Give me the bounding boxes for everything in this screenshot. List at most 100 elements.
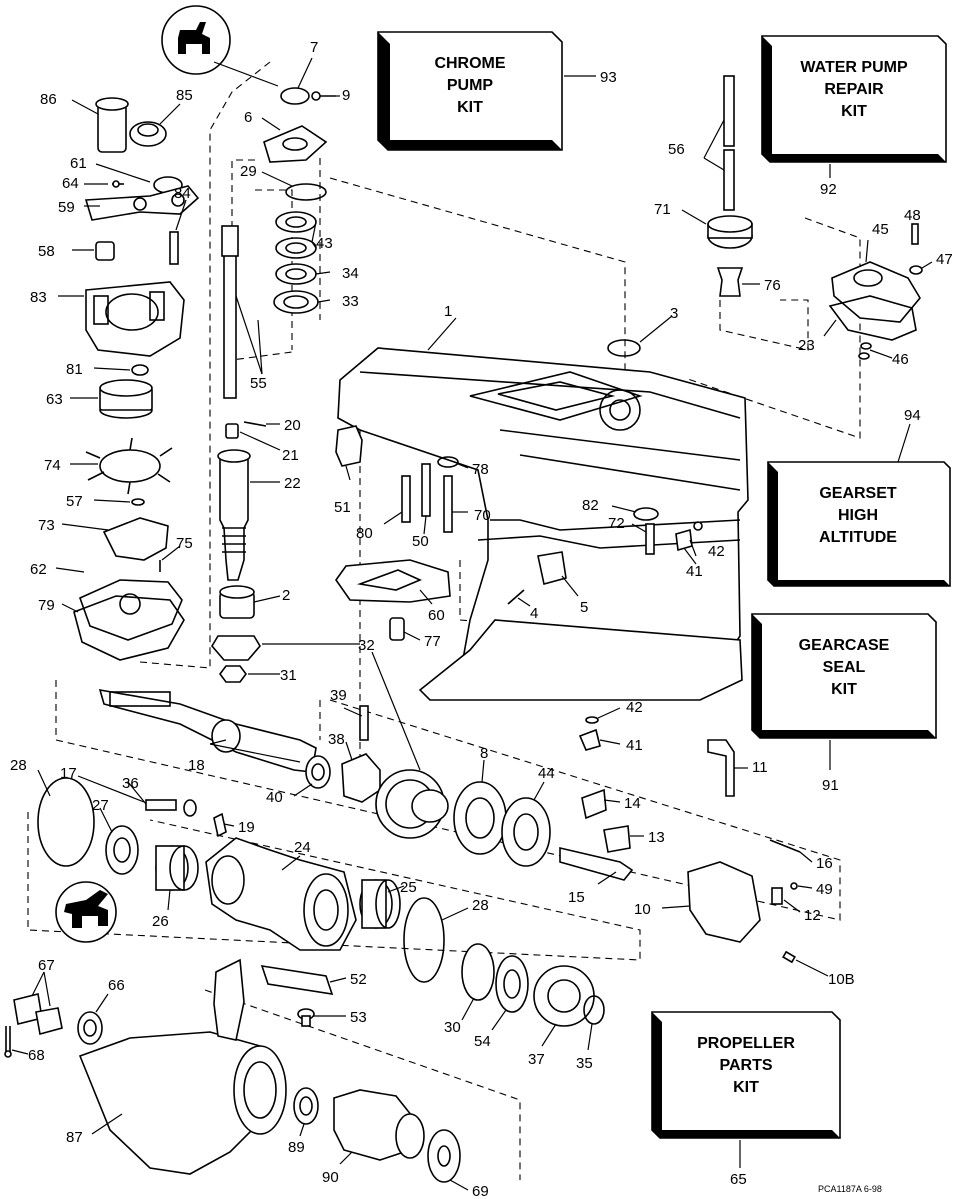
part-label-70: 70 xyxy=(474,507,491,524)
part-label-82: 82 xyxy=(582,497,599,514)
part-label-21: 21 xyxy=(282,447,299,464)
part-label-27: 27 xyxy=(92,797,109,814)
part-label-94: 94 xyxy=(904,407,921,424)
part-label-55: 55 xyxy=(250,375,267,392)
kit-label-line: KIT xyxy=(457,99,483,116)
part-label-32: 32 xyxy=(358,637,375,654)
kit-label-line: WATER PUMP xyxy=(800,59,908,76)
part-label-12: 12 xyxy=(804,907,821,924)
part-label-3: 3 xyxy=(670,305,678,322)
part-label-31: 31 xyxy=(280,667,297,684)
part-label-44: 44 xyxy=(538,765,555,782)
part-label-84: 84 xyxy=(174,185,191,202)
kit-leaders xyxy=(564,75,911,1168)
drawing-reference: PCA1187A 6-98 xyxy=(818,1184,882,1194)
part-label-50: 50 xyxy=(412,533,429,550)
part-label-14: 14 xyxy=(624,795,641,812)
part-label-39: 39 xyxy=(330,687,347,704)
part-label-67: 67 xyxy=(38,957,55,974)
grease-symbol-top xyxy=(161,5,279,87)
part-label-71: 71 xyxy=(654,201,671,218)
part-label-28-right: 28 xyxy=(472,897,489,914)
part-label-18: 18 xyxy=(188,757,205,774)
part-label-61: 61 xyxy=(70,155,87,172)
parts-right-upper xyxy=(607,75,923,360)
kit-label-water-pump-repair: WATER PUMP REPAIR KIT xyxy=(800,59,908,120)
part-label-16: 16 xyxy=(816,855,833,872)
gearcase-housing xyxy=(337,347,749,701)
part-label-8: 8 xyxy=(480,745,488,762)
part-label-29: 29 xyxy=(240,163,257,180)
part-label-57: 57 xyxy=(66,493,83,510)
part-label-81: 81 xyxy=(66,361,83,378)
kit-label-line: ALTITUDE xyxy=(819,529,897,546)
part-label-7: 7 xyxy=(310,39,318,56)
part-label-91: 91 xyxy=(822,777,839,794)
part-label-41-lower: 41 xyxy=(626,737,643,754)
kit-label-line: KIT xyxy=(831,681,857,698)
part-label-42-lower: 42 xyxy=(626,699,643,716)
part-label-53: 53 xyxy=(350,1009,367,1026)
kit-label-line: GEARSET xyxy=(819,485,897,502)
part-label-63: 63 xyxy=(46,391,63,408)
part-label-49: 49 xyxy=(816,881,833,898)
part-label-76: 76 xyxy=(764,277,781,294)
part-label-90: 90 xyxy=(322,1169,339,1186)
part-label-80: 80 xyxy=(356,525,373,542)
part-label-79: 79 xyxy=(38,597,55,614)
parts-propeller xyxy=(4,958,461,1183)
part-label-54: 54 xyxy=(474,1033,491,1050)
part-label-64: 64 xyxy=(62,175,79,192)
part-label-78: 78 xyxy=(472,461,489,478)
part-label-86: 86 xyxy=(40,91,57,108)
part-label-15: 15 xyxy=(568,889,585,906)
part-label-41-upper: 41 xyxy=(686,563,703,580)
kit-label-line: REPAIR xyxy=(824,81,884,98)
kit-label-line: GEARCASE xyxy=(799,637,890,654)
part-label-37: 37 xyxy=(528,1051,545,1068)
part-label-65: 65 xyxy=(730,1171,747,1188)
kit-label-line: PROPELLER xyxy=(697,1035,795,1052)
part-label-5: 5 xyxy=(580,599,588,616)
part-label-42-upper: 42 xyxy=(708,543,725,560)
part-label-66: 66 xyxy=(108,977,125,994)
part-label-77: 77 xyxy=(424,633,441,650)
part-label-73: 73 xyxy=(38,517,55,534)
part-label-87: 87 xyxy=(66,1129,83,1146)
part-label-26: 26 xyxy=(152,913,169,930)
part-label-38: 38 xyxy=(328,731,345,748)
part-label-59: 59 xyxy=(58,199,75,216)
part-leaders xyxy=(11,57,933,1191)
part-label-11: 11 xyxy=(752,759,768,776)
part-label-4: 4 xyxy=(530,605,538,622)
part-label-1: 1 xyxy=(444,303,452,320)
part-label-83: 83 xyxy=(30,289,47,306)
part-label-10: 10 xyxy=(634,901,651,918)
part-label-47: 47 xyxy=(936,251,953,268)
part-label-36: 36 xyxy=(122,775,139,792)
grease-symbol-bottom xyxy=(55,881,117,943)
kit-label-line: KIT xyxy=(841,103,867,120)
part-label-6: 6 xyxy=(244,109,252,126)
part-label-75: 75 xyxy=(176,535,193,552)
part-label-74: 74 xyxy=(44,457,61,474)
part-label-24: 24 xyxy=(294,839,311,856)
part-label-13: 13 xyxy=(648,829,665,846)
part-label-2: 2 xyxy=(282,587,290,604)
kit-box-water-pump-repair: WATER PUMP REPAIR KIT xyxy=(761,35,947,163)
parts-left-stack xyxy=(73,97,200,661)
part-label-28-left: 28 xyxy=(10,757,27,774)
part-label-93: 93 xyxy=(600,69,617,86)
part-label-56: 56 xyxy=(668,141,685,158)
part-label-46: 46 xyxy=(892,351,909,368)
part-label-33: 33 xyxy=(342,293,359,310)
part-label-10b: 10B xyxy=(828,971,855,988)
part-label-52: 52 xyxy=(350,971,367,988)
part-number-labels: 1 2 3 4 5 6 7 8 9 10 10B 11 12 13 14 15 … xyxy=(10,39,953,1199)
kit-label-line: PUMP xyxy=(447,77,494,94)
